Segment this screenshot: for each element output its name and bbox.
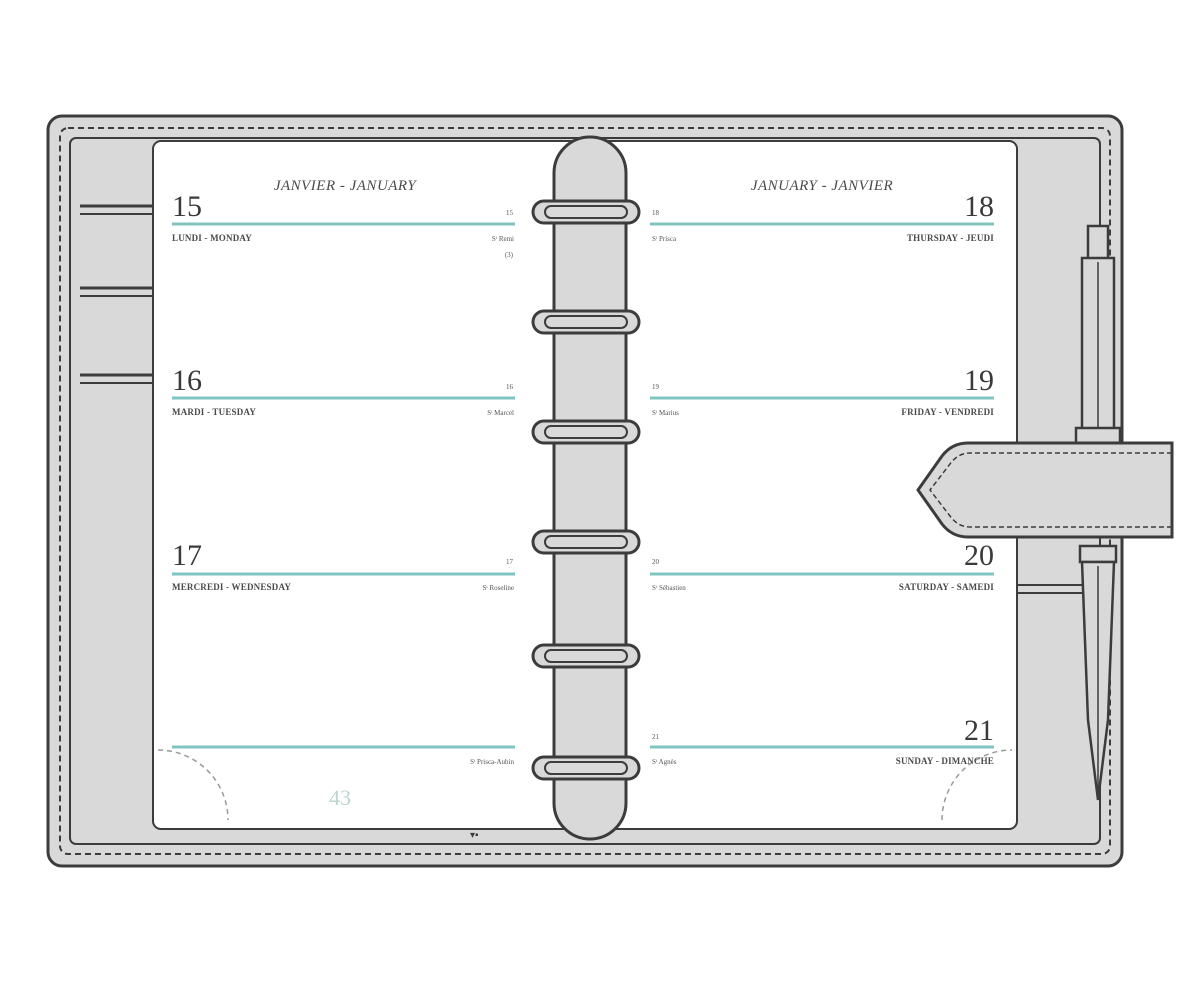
saint-name: Sᵗ Roseline bbox=[483, 584, 514, 592]
day-name: MARDI - TUESDAY bbox=[172, 407, 256, 417]
day-corner-number: 15 bbox=[506, 209, 514, 217]
day-name: MERCREDI - WEDNESDAY bbox=[172, 582, 291, 592]
pen-icon bbox=[1074, 224, 1122, 801]
day-name: SUNDAY - DIMANCHE bbox=[896, 756, 994, 766]
day-corner-number: 19 bbox=[652, 383, 660, 391]
day-name: FRIDAY - VENDREDI bbox=[901, 407, 994, 417]
day-number: 18 bbox=[964, 190, 994, 223]
day-number: 19 bbox=[964, 364, 994, 397]
right-page-header: JANUARY - JANVIER bbox=[751, 178, 893, 194]
saint-name: Sᵗ Agnès bbox=[652, 758, 677, 766]
closure-strap-icon bbox=[916, 441, 1174, 539]
saint-name: Sᵗ Prisca bbox=[652, 235, 677, 243]
saint-name: Sᵗ Remi bbox=[492, 235, 514, 243]
day-name: SATURDAY - SAMEDI bbox=[899, 582, 994, 592]
day-number: 21 bbox=[964, 714, 994, 747]
left-page-header: JANVIER - JANUARY bbox=[274, 178, 418, 194]
day-number: 16 bbox=[172, 364, 202, 397]
day-name: LUNDI - MONDAY bbox=[172, 233, 252, 243]
spine-mark: ▾▪ bbox=[470, 830, 479, 841]
day-corner-number: 17 bbox=[506, 558, 514, 566]
day-corner-number: 21 bbox=[652, 733, 660, 741]
day-name: THURSDAY - JEUDI bbox=[907, 233, 994, 243]
saint-name: Sᵗ Marcel bbox=[487, 409, 514, 417]
day-corner-number: 20 bbox=[652, 558, 660, 566]
right-page: JANUARY - JANVIER 18 THURSDAY - JEUDI 18… bbox=[650, 178, 994, 766]
day-number: 20 bbox=[964, 539, 994, 572]
binder-ring-icon bbox=[531, 135, 641, 841]
saint-name: Sᵗ Sébastien bbox=[652, 584, 686, 592]
card-slots bbox=[80, 204, 152, 384]
page-number: 43 bbox=[329, 785, 351, 810]
day-number: 15 bbox=[172, 190, 202, 223]
saint-name: Sᵗ Marius bbox=[652, 409, 679, 417]
day-corner-number: 16 bbox=[506, 383, 514, 391]
day-number: 17 bbox=[172, 539, 202, 572]
day-corner-number: 18 bbox=[652, 209, 660, 217]
left-page: JANVIER - JANUARY 15 LUNDI - MONDAY 15 S… bbox=[172, 178, 515, 810]
saint-name: Sᵗ Prisca-Aubin bbox=[470, 758, 514, 766]
day-extra: (3) bbox=[505, 251, 514, 259]
